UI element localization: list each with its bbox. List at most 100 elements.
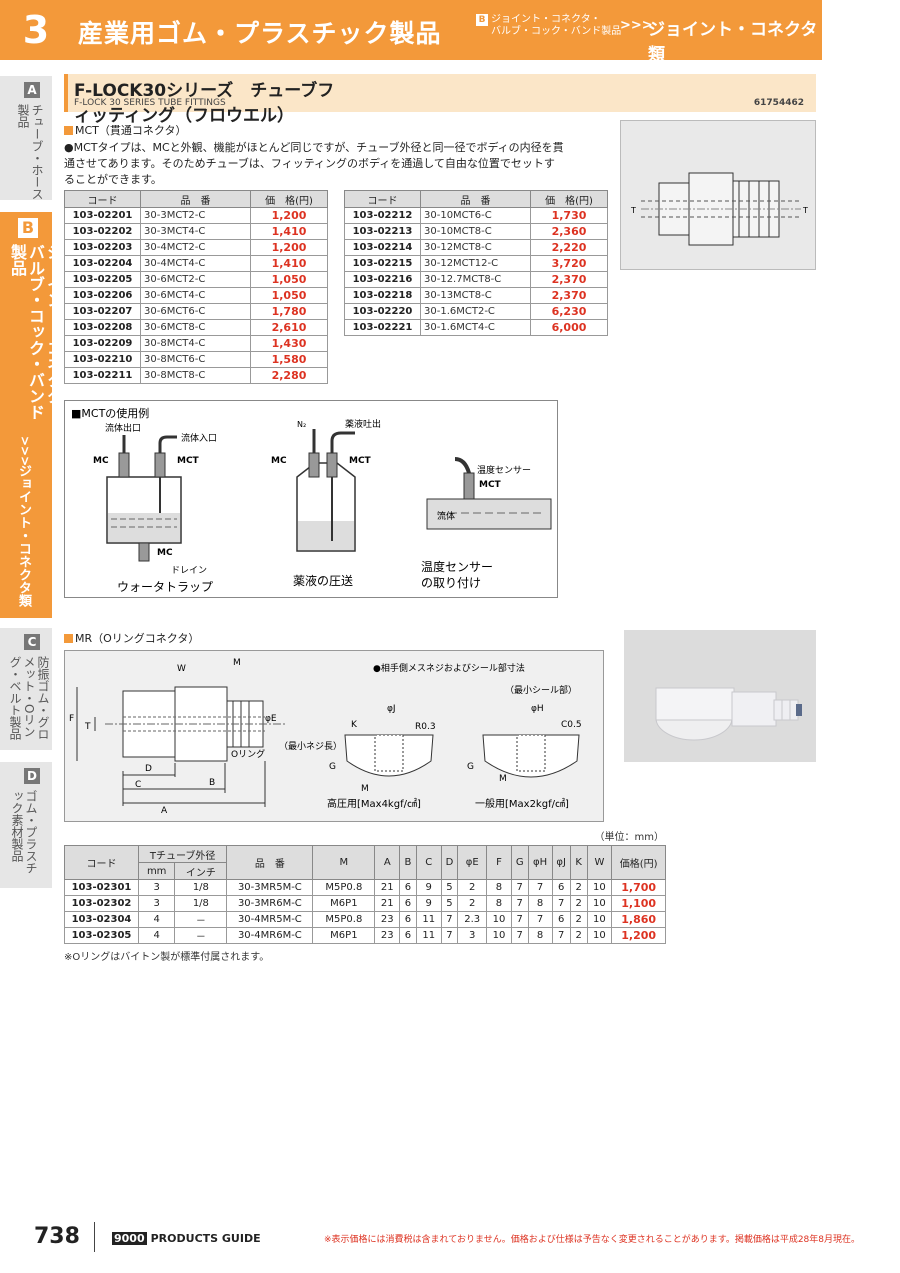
col-g: G bbox=[510, 845, 529, 880]
cell-value: 4 bbox=[137, 927, 176, 944]
col-tube-od: Tチューブ外径 bbox=[137, 845, 228, 863]
label-mct-2: MCT bbox=[349, 456, 372, 466]
cell-code: 103-02207 bbox=[64, 303, 141, 320]
cell-code: 103-02214 bbox=[344, 239, 421, 256]
cell-value: M6P1 bbox=[312, 927, 376, 944]
t-dim-left: T bbox=[630, 206, 636, 215]
col-price: 価 格(円) bbox=[250, 190, 328, 208]
cell-value: 1/8 bbox=[174, 895, 228, 912]
cell-value: 6 bbox=[551, 911, 571, 928]
tab-text-a: チューブ・ホース製品 bbox=[16, 104, 44, 200]
cell-code: 103-02212 bbox=[344, 207, 421, 224]
square-bullet-icon bbox=[64, 634, 73, 643]
cell-value: 2.3 bbox=[457, 911, 488, 928]
cell-code: 103-02218 bbox=[344, 287, 421, 304]
caption-chem-feed: 薬液の圧送 bbox=[293, 573, 353, 588]
cell-price: 3,720 bbox=[530, 255, 608, 272]
cell-code: 103-02221 bbox=[344, 319, 421, 336]
chevron-down-icon: >>> bbox=[18, 436, 32, 467]
tab-letter-a: A bbox=[24, 82, 40, 98]
col-c: C bbox=[415, 845, 442, 880]
cell-value: 3 bbox=[457, 927, 488, 944]
cell-code: 103-02305 bbox=[64, 927, 139, 944]
side-tab-b[interactable]: B ジョイント・コネクタ・バルブ・コック・バンド製品 >>> ジョイント・コネク… bbox=[0, 212, 63, 618]
mr-product-photo bbox=[624, 630, 816, 762]
label-mc-bottom: MC bbox=[157, 548, 173, 558]
cell-value: 21 bbox=[374, 895, 401, 912]
cell-value: 6 bbox=[399, 911, 417, 928]
series-title: F-LOCK30シリーズ チューブフィッティング（フロウエル） bbox=[74, 81, 335, 126]
cell-value: 23 bbox=[374, 911, 401, 928]
col-w: W bbox=[586, 845, 613, 880]
cell-price: 2,220 bbox=[530, 239, 608, 256]
cell-code: 103-02211 bbox=[64, 367, 141, 384]
cell-value: 7 bbox=[440, 927, 459, 944]
col-a: A bbox=[374, 845, 401, 880]
mct-product-drawing: T T bbox=[620, 120, 816, 270]
side-tab-c[interactable]: C 防振ゴム・グロメット・Oリング・ベルト製品 bbox=[0, 628, 52, 750]
cell-code: 103-02204 bbox=[64, 255, 141, 272]
cell-code: 103-02304 bbox=[64, 911, 139, 928]
cell-code: 103-02202 bbox=[64, 223, 141, 240]
dim-phi-h: φH bbox=[531, 704, 544, 714]
chapter-number: 3 bbox=[22, 8, 50, 52]
dim-d: D bbox=[145, 764, 152, 774]
footer-disclaimer: ※表示価格には消費税は含まれておりません。価格および仕様は予告なく変更されること… bbox=[323, 1235, 860, 1245]
guide-text: PRODUCTS GUIDE bbox=[150, 1232, 261, 1245]
col-part: 品 番 bbox=[140, 190, 251, 208]
cell-value: 7 bbox=[510, 911, 529, 928]
col-price: 価 格(円) bbox=[530, 190, 608, 208]
mr-heading: MR（Oリングコネクタ） bbox=[64, 630, 199, 646]
cell-code: 103-02216 bbox=[344, 271, 421, 288]
cell-value: 30-3MR6M-C bbox=[226, 895, 314, 912]
cell-code: 103-02213 bbox=[344, 223, 421, 240]
cell-code: 103-02208 bbox=[64, 319, 141, 336]
cell-part-number: 30-1.6MCT2-C bbox=[420, 303, 531, 320]
mct-heading-text: MCT（貫通コネクタ） bbox=[75, 124, 187, 137]
cell-code: 103-02220 bbox=[344, 303, 421, 320]
cell-part-number: 30-3MCT2-C bbox=[140, 207, 251, 224]
mct-usage-diagram: ■MCTの使用例 流体出口 流体入口 MC MCT ドレイン MC ウォータトラ… bbox=[64, 400, 558, 598]
cell-price: 2,370 bbox=[530, 287, 608, 304]
cell-value: 4 bbox=[137, 911, 176, 928]
cell-price: 6,230 bbox=[530, 303, 608, 320]
tab-letter-b: B bbox=[18, 218, 38, 238]
side-tab-a[interactable]: A チューブ・ホース製品 bbox=[0, 76, 52, 200]
caption-temp-sensor-1: 温度センサー bbox=[421, 559, 493, 574]
mct-heading: MCT（貫通コネクタ） bbox=[64, 122, 186, 138]
usage-title: ■MCTの使用例 bbox=[71, 406, 149, 420]
cell-value: 9 bbox=[415, 895, 442, 912]
dim-g-2: G bbox=[467, 762, 474, 772]
cell-part-number: 30-8MCT8-C bbox=[140, 367, 251, 384]
breadcrumb-line1: ジョイント・コネクタ・ bbox=[491, 14, 601, 25]
cell-value: 8 bbox=[527, 895, 553, 912]
cell-part-number: 30-10MCT8-C bbox=[420, 223, 531, 240]
cell-price: 1,730 bbox=[530, 207, 608, 224]
tab-text-d: ゴム・プラスチック素材製品 bbox=[10, 790, 38, 874]
dim-c: C bbox=[135, 780, 141, 790]
cell-part-number: 30-13MCT8-C bbox=[420, 287, 531, 304]
cell-part-number: 30-1.6MCT4-C bbox=[420, 319, 531, 336]
cell-value: 5 bbox=[440, 879, 459, 896]
chevron-right-icon: >>> bbox=[620, 18, 653, 33]
caption-water-trap: ウォータトラップ bbox=[117, 580, 213, 594]
mr-heading-text: MR（Oリングコネクタ） bbox=[75, 632, 200, 645]
chapter-title: 産業用ゴム・プラスチック製品 bbox=[78, 19, 442, 48]
side-tab-d[interactable]: D ゴム・プラスチック素材製品 bbox=[0, 762, 52, 888]
col-part: 品 番 bbox=[226, 845, 314, 880]
col-code: コード bbox=[344, 190, 421, 208]
cell-part-number: 30-4MCT4-C bbox=[140, 255, 251, 272]
dim-f: F bbox=[69, 714, 74, 724]
cell-value: 7 bbox=[510, 927, 529, 944]
cell-price: 1,780 bbox=[250, 303, 328, 320]
